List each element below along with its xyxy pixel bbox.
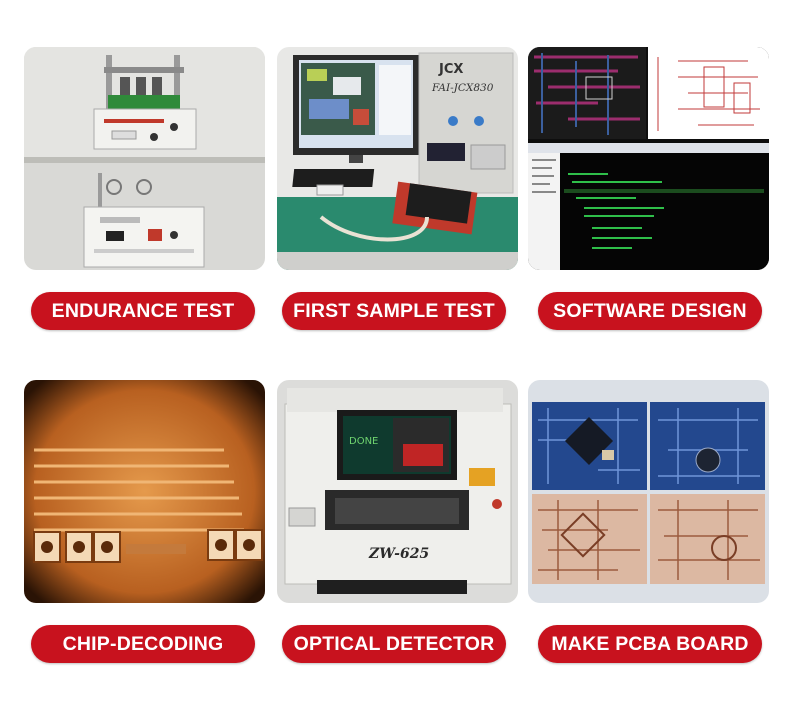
endurance-test-label: ENDURANCE TEST xyxy=(31,292,255,330)
make-pcba-board-label: MAKE PCBA BOARD xyxy=(538,625,762,663)
screen-done-text: DONE xyxy=(349,436,378,447)
optical-detector-photo: DONE ZW-625 xyxy=(277,380,518,603)
software-design-photo xyxy=(528,47,769,270)
optical-detector-label: OPTICAL DETECTOR xyxy=(282,625,506,663)
first-sample-test-label: FIRST SAMPLE TEST xyxy=(282,292,506,330)
endurance-test-photo xyxy=(24,47,265,270)
software-design-label: SOFTWARE DESIGN xyxy=(538,292,762,330)
jcx-brand: JCX xyxy=(438,62,463,77)
pcba-board-photo xyxy=(528,380,769,603)
machine-model: ZW-625 xyxy=(368,546,429,562)
machine-model: FAI-JCX830 xyxy=(431,82,494,94)
chip-decoding-label: CHIP-DECODING xyxy=(31,625,255,663)
chip-decoding-photo xyxy=(24,380,265,603)
first-sample-test-photo: JCX FAI-JCX830 xyxy=(277,47,518,270)
